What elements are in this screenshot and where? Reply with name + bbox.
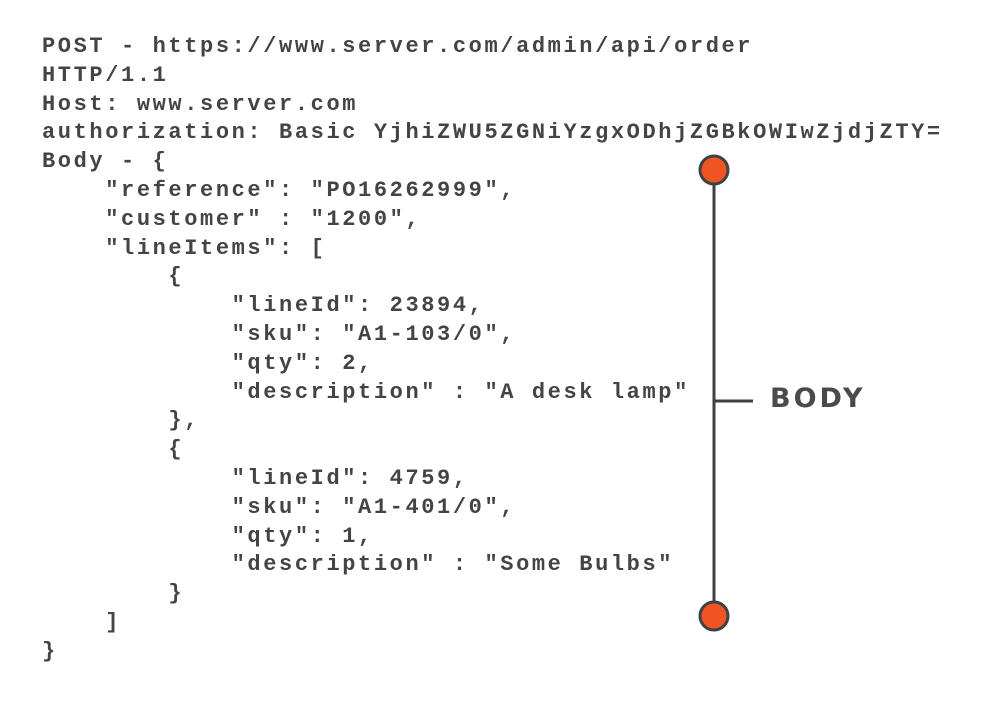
- code-line: {: [42, 264, 185, 290]
- code-line: ]: [42, 609, 122, 635]
- http-request-code: POST - https://www.server.com/admin/api/…: [42, 33, 943, 667]
- body-label: BODY: [770, 383, 866, 414]
- code-line: "customer" : "1200",: [42, 206, 422, 232]
- code-line: {: [42, 437, 185, 463]
- code-line: "reference": "PO16262999",: [42, 177, 517, 203]
- code-line: "qty": 2,: [42, 350, 374, 376]
- code-line: POST - https://www.server.com/admin/api/…: [42, 34, 754, 59]
- bracket-end-dot: [698, 600, 730, 632]
- code-line: },: [42, 408, 201, 434]
- code-line: "lineId": 23894,: [42, 293, 485, 319]
- code-line: authorization: Basic YjhiZWU5ZGNiYzgxODh…: [42, 120, 943, 146]
- code-line: Body - {: [42, 149, 169, 175]
- code-line: "description" : "Some Bulbs": [42, 552, 675, 578]
- code-line: "qty": 1,: [42, 523, 374, 549]
- code-line: }: [42, 638, 58, 664]
- code-line: HTTP/1.1: [42, 62, 169, 88]
- code-line: "lineItems": [: [42, 235, 327, 261]
- bracket-start-dot: [698, 154, 730, 186]
- code-line: Host: www.server.com: [42, 91, 359, 117]
- code-line: "sku": "A1-401/0",: [42, 494, 517, 520]
- code-line: "lineId": 4759,: [42, 465, 469, 491]
- code-line: "description" : "A desk lamp": [42, 379, 690, 405]
- code-line: "sku": "A1-103/0",: [42, 321, 517, 347]
- code-line: }: [42, 581, 185, 607]
